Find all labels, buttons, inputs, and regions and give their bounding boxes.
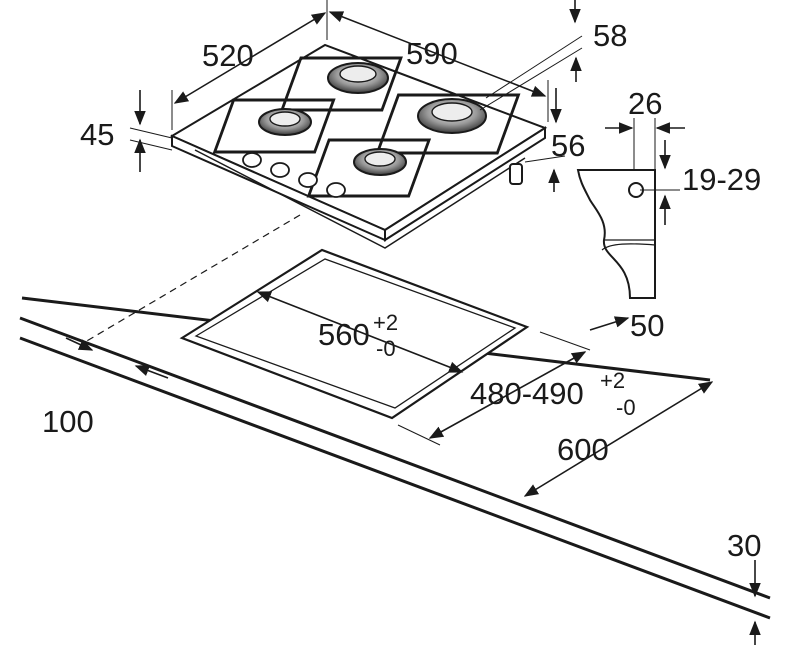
label-worktop-thickness-range: 19-29 (682, 162, 761, 197)
burner-front-right (306, 138, 432, 198)
clamp-bracket-detail (576, 169, 656, 299)
label-cutout-depth-tol-minus: -0 (616, 395, 636, 420)
label-cutout-depth-tol-plus: +2 (600, 368, 625, 393)
label-min-side-distance: 100 (42, 404, 94, 439)
label-worktop-depth: 600 (557, 432, 609, 467)
label-min-rear-distance: 50 (630, 308, 664, 343)
label-glass-thickness: 45 (80, 117, 114, 152)
dimension-lines (65, 0, 761, 645)
label-worktop-min-thickness: 30 (727, 528, 761, 563)
alignment-dashed-line (79, 214, 301, 346)
label-cutout-width-tol-minus: -0 (376, 336, 396, 361)
label-clip-width: 26 (628, 86, 662, 121)
label-cutout-width: 560 (318, 317, 370, 352)
burner-front-left (212, 98, 336, 154)
dimension-labels: 520 590 58 45 56 26 19-29 50 560 +2 -0 4… (42, 18, 761, 563)
label-hob-height-side: 56 (551, 128, 585, 163)
label-hob-height-above: 58 (593, 18, 627, 53)
label-hob-width: 590 (406, 36, 458, 71)
label-hob-depth: 520 (202, 38, 254, 73)
burner-rear-right (375, 93, 521, 155)
control-knobs (242, 152, 346, 198)
label-cutout-depth: 480-490 (470, 376, 584, 411)
hob-foot (509, 163, 523, 185)
label-cutout-width-tol-plus: +2 (373, 310, 398, 335)
